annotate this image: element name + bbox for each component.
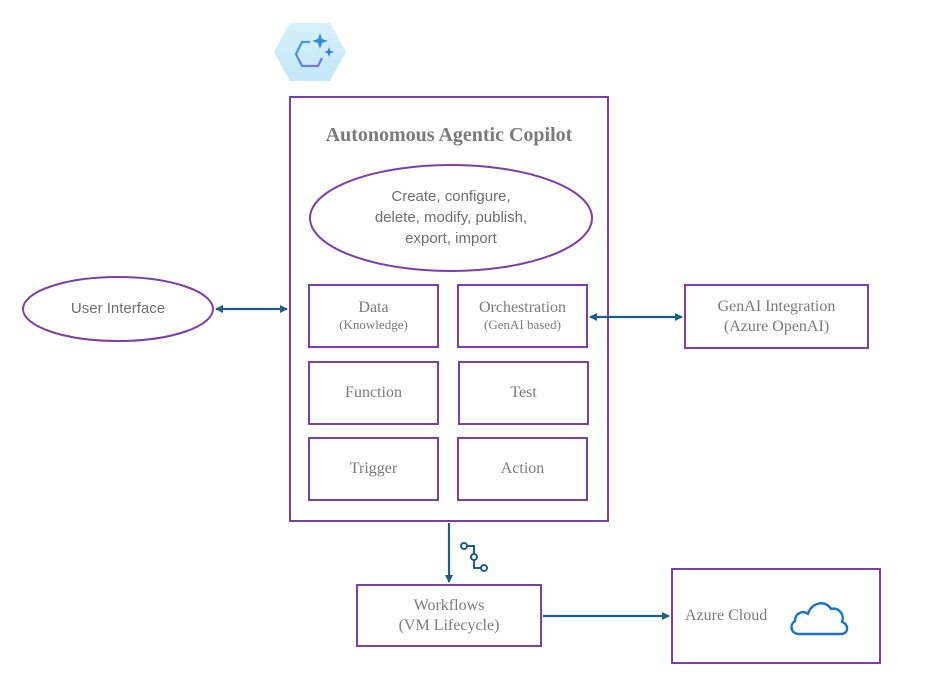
cloud-icon: [790, 602, 849, 636]
component-test-label: Test: [510, 384, 537, 401]
component-trigger-label: Trigger: [349, 460, 398, 477]
workflow-nodes-icon: [460, 542, 488, 572]
genai-line-1: GenAI Integration: [717, 297, 836, 315]
component-orchestration-sub: (GenAI based): [484, 317, 561, 332]
component-data[interactable]: Data (Knowledge): [308, 284, 439, 348]
component-data-sub: (Knowledge): [339, 317, 408, 332]
user-interface-ellipse[interactable]: User Interface: [22, 276, 214, 342]
azure-cloud-label: Azure Cloud: [685, 607, 768, 624]
component-test[interactable]: Test: [458, 361, 589, 425]
workflows-box[interactable]: Workflows (VM Lifecycle): [356, 584, 542, 647]
copilot-hexagon-sparkle-icon: [274, 23, 346, 81]
copilot-container: Autonomous Agentic Copilot: [289, 96, 609, 522]
operations-line-1: Create, configure,: [391, 188, 511, 205]
component-data-label: Data: [358, 299, 389, 316]
genai-line-2: (Azure OpenAI): [723, 317, 830, 335]
component-function[interactable]: Function: [308, 361, 439, 425]
workflows-line-2: (VM Lifecycle): [398, 616, 500, 634]
operations-line-3: export, import: [405, 230, 497, 247]
operations-line-2: delete, modify, publish,: [374, 209, 528, 226]
user-interface-label: User Interface: [70, 300, 166, 317]
workflows-line-1: Workflows: [413, 596, 485, 614]
azure-cloud-box[interactable]: Azure Cloud: [671, 568, 881, 664]
component-orchestration-label: Orchestration: [478, 299, 567, 316]
genai-integration-box[interactable]: GenAI Integration (Azure OpenAI): [684, 284, 869, 349]
component-action-label: Action: [500, 460, 545, 477]
copilot-title: Autonomous Agentic Copilot: [325, 124, 573, 146]
copilot-logo: [272, 20, 348, 84]
component-trigger[interactable]: Trigger: [308, 437, 439, 501]
operations-ellipse[interactable]: Create, configure, delete, modify, publi…: [309, 164, 593, 272]
component-function-label: Function: [345, 384, 402, 401]
component-action[interactable]: Action: [457, 437, 588, 501]
component-orchestration[interactable]: Orchestration (GenAI based): [457, 284, 588, 348]
